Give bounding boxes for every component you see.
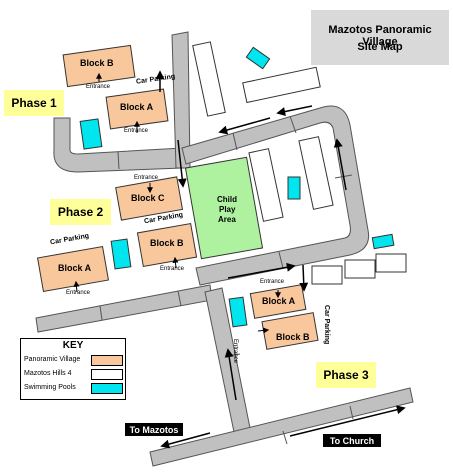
road-central-east — [181, 105, 370, 286]
pool-north — [245, 46, 271, 70]
arrow-east-down — [299, 264, 309, 292]
arrow-top-west-2 — [276, 105, 313, 116]
mh-building-4 — [298, 136, 334, 210]
arrow-entrance-p3b — [257, 327, 270, 334]
to-mazotos-label: To Mazotos — [125, 423, 183, 436]
phase-1-label: Phase 1 — [4, 90, 64, 116]
pool-phase2 — [110, 238, 132, 270]
p2-block-b-label: Block B — [150, 238, 184, 248]
traffic-arrows — [73, 70, 406, 449]
swimming-pools — [79, 46, 395, 328]
p3-car-parking: Car Parking — [323, 305, 330, 345]
mh-building-5 — [311, 265, 343, 285]
p2-block-b-shape — [136, 222, 198, 268]
arrow-north-down — [177, 139, 187, 188]
mh-building-3 — [248, 148, 284, 222]
arrow-entrance-p2b — [172, 256, 179, 269]
arrow-entrance-p2a — [73, 280, 80, 293]
key-label-panoramic: Panoramic Village — [24, 356, 81, 363]
pool-east — [287, 176, 301, 200]
key-swatch-pools — [91, 383, 123, 394]
road-south-diagonal — [149, 387, 414, 467]
mh-building-6 — [344, 259, 376, 279]
mh-building-7 — [375, 253, 407, 273]
p3-block-a-shape — [249, 284, 307, 319]
pool-phase1 — [79, 118, 103, 150]
child-play-area — [184, 156, 264, 260]
pool-far-east — [371, 233, 395, 250]
play-area-label-2: Play — [219, 205, 236, 214]
road-main-diagonal — [35, 284, 213, 333]
p1-block-b-entrance: Entrance — [86, 84, 111, 90]
p1-block-b-label: Block B — [80, 58, 114, 68]
mh-building-1 — [192, 41, 226, 117]
mh-building-2 — [242, 66, 321, 104]
phase-2-label: Phase 2 — [50, 199, 111, 225]
key-swatch-hills — [91, 369, 123, 380]
key-swatch-panoramic — [91, 355, 123, 366]
mazotos-hills-buildings — [192, 41, 407, 285]
arrow-east-up — [333, 138, 347, 191]
roads — [35, 31, 414, 467]
p3-block-a-label: Block A — [262, 296, 296, 306]
pool-phase3 — [228, 296, 248, 328]
arrow-to-mazotos — [160, 432, 211, 449]
map-title: Mazotos Panoramic Village — [328, 24, 432, 48]
p3-block-b-shape — [261, 312, 319, 350]
p2-block-c-shape — [115, 176, 184, 221]
p1-block-a-label: Block A — [120, 102, 154, 112]
key-title: KEY — [62, 340, 84, 351]
key-label-hills: Mazotos Hills 4 — [24, 370, 72, 377]
p2-block-a-label: Block A — [58, 263, 92, 273]
map-key: KEY Panoramic Village Mazotos Hills 4 Sw… — [20, 338, 126, 400]
map-subtitle: Site Map — [357, 41, 403, 53]
panoramic-village-blocks — [36, 44, 319, 350]
p2-block-c-entrance: Entrance — [134, 175, 159, 181]
p3-block-a-entrance: Entrance — [260, 279, 285, 285]
arrow-to-church — [289, 405, 406, 437]
p3-block-b-label: Block B — [276, 332, 310, 342]
p2-block-a-entrance: Entrance — [66, 290, 91, 296]
p2-block-c-label: Block C — [131, 193, 165, 203]
p3-block-b-entrance: Entrance — [232, 339, 238, 364]
play-area-label-1: Child — [217, 195, 237, 204]
to-church-label: To Church — [323, 434, 381, 447]
arrow-south-up — [224, 348, 237, 401]
p1-block-b-shape — [62, 44, 136, 88]
road-ticks — [99, 115, 354, 445]
p1-block-a-entrance: Entrance — [124, 128, 149, 134]
key-label-pools: Swimming Pools — [24, 384, 76, 391]
map-title-box: Mazotos Panoramic Village Site Map — [311, 10, 449, 65]
play-area-label-3: Area — [218, 215, 236, 224]
arrow-top-west-1 — [218, 117, 271, 135]
p2-block-b-entrance: Entrance — [160, 266, 185, 272]
phase-3-label: Phase 3 — [316, 362, 376, 388]
arrow-east-road — [227, 262, 296, 279]
